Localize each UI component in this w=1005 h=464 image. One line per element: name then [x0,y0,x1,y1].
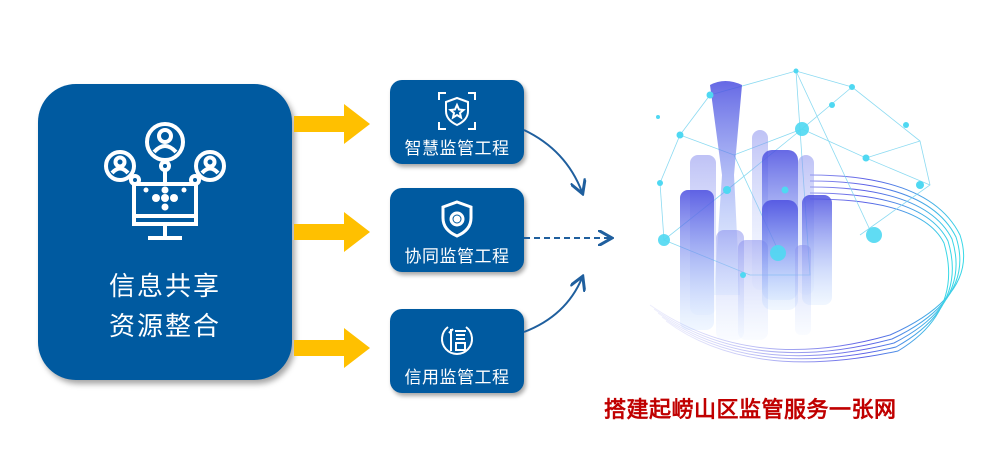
shield-eye-icon [441,200,473,238]
arrow-right-icon [294,104,370,144]
project-card-collaborative-supervision: 协同监管工程 [390,188,524,272]
project-label: 协同监管工程 [404,247,510,267]
network-users-monitor-icon [104,122,226,240]
arrow-right-icon [294,212,370,252]
source-title-line1: 信息共享 [108,272,221,302]
arrow-right-icon [294,328,370,368]
source-title-line2: 资源整合 [108,312,221,342]
project-card-credit-supervision: 信用监管工程 [390,309,524,393]
slogan-text: 搭建起崂山区监管服务一张网 [604,398,897,423]
smart-city-network-illustration [649,68,965,363]
connector-bottom [523,278,582,333]
project-label: 信用监管工程 [404,368,510,388]
shield-star-scan-icon [438,92,476,130]
info-sharing-box: 信息共享 资源整合 [38,84,292,380]
project-card-smart-supervision: 智慧监管工程 [390,80,524,164]
credit-xin-icon [441,326,473,355]
connector-top [523,129,582,192]
project-label: 智慧监管工程 [404,139,510,159]
